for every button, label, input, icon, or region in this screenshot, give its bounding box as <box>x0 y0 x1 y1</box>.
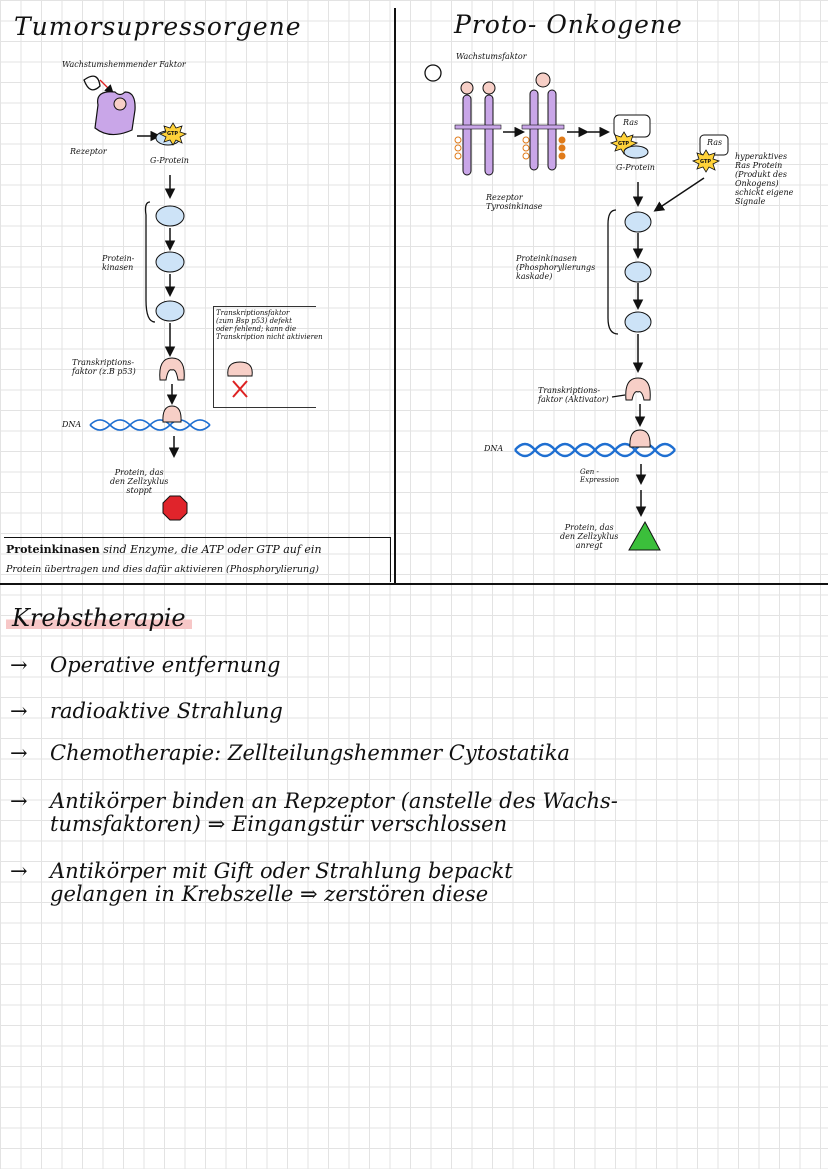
protein-stimulate-label: Protein, das den Zellzyklus anregt <box>560 523 619 550</box>
left-protein-kinases-label: Protein- kinasen <box>102 254 135 272</box>
section-divider <box>0 583 828 585</box>
arrow-icon: → <box>10 789 28 813</box>
defect-x-icon <box>232 380 248 398</box>
pathway-diagrams <box>83 64 729 551</box>
rtk-receptor-icon <box>454 81 502 176</box>
arrow-icon: → <box>10 653 28 677</box>
right-tf-shape <box>625 377 651 401</box>
arrow-icon: → <box>10 741 28 765</box>
left-tf-shape <box>159 357 185 381</box>
rtk-label: Rezeptor Tyrosinkinase <box>486 193 543 211</box>
right-title: Proto- Onkogene <box>454 10 683 39</box>
left-title: Tumorsupressorgene <box>14 12 302 41</box>
therapy-item-4-line-2: tumsfaktoren) ⇒ Eingangstür verschlossen <box>50 812 508 836</box>
hyperactive-gtp-label: GTP <box>700 159 712 165</box>
left-receptor-shape <box>94 91 136 136</box>
hyperactive-gtp-icon <box>691 149 721 173</box>
arrow-icon: → <box>10 859 28 883</box>
therapy-title-wrap: Krebstherapie <box>6 604 192 632</box>
left-receptor-label: Rezeptor <box>70 147 107 156</box>
left-g-protein-label: G-Protein <box>150 156 189 165</box>
therapy-item-2: →radioaktive Strahlung <box>10 699 283 723</box>
arrow-icon: → <box>10 699 28 723</box>
defect-tf-text: Transkriptionsfaktor (zum Bsp p53) defek… <box>216 309 323 341</box>
right-g-protein-label: G-Protein <box>616 163 655 172</box>
gene-expression-label: Gen - Expression <box>580 468 620 484</box>
go-triangle-icon <box>628 520 661 551</box>
left-gtp-burst-icon <box>158 122 188 146</box>
therapy-item-5: →Antikörper mit Gift oder Strahlung bepa… <box>10 859 513 883</box>
note-box <box>4 537 391 582</box>
protein-stop-label: Protein, das den Zellzyklus stoppt <box>110 468 169 495</box>
left-dna-label: DNA <box>62 420 82 429</box>
left-growth-inhibitor-icon <box>83 75 101 91</box>
center-divider <box>394 8 396 583</box>
right-dna-label: DNA <box>484 444 504 453</box>
therapy-title: Krebstherapie <box>6 604 192 632</box>
left-gtp-label: GTP <box>167 131 179 137</box>
hyperactive-ras-label: Ras <box>707 138 723 147</box>
right-growth-factor-icon <box>424 64 442 82</box>
rtk-dimer-icon <box>521 72 566 171</box>
note-line-2: Protein übertragen und dies dafür aktivi… <box>6 564 319 575</box>
note-line-1: Proteinkinasen sind Enzyme, die ATP oder… <box>6 543 322 556</box>
left-tf-label: Transkriptions- faktor (z.B p53) <box>72 358 136 376</box>
hyperactive-note: hyperaktives Ras Protein (Produkt des On… <box>735 152 794 206</box>
therapy-item-3: →Chemotherapie: Zellteilungshemmer Cytos… <box>10 741 570 765</box>
note-term: Proteinkinasen <box>6 543 100 556</box>
growth-factor-label: Wachstumsfaktor <box>456 52 527 61</box>
defect-tf-box <box>213 306 316 408</box>
therapy-item-1: →Operative entfernung <box>10 653 281 677</box>
therapy-item-5-line-2: gelangen in Krebszelle ⇒ zerstören diese <box>50 882 489 906</box>
kinase-cascade-label: Proteinkinasen (Phosphorylierungs kaskad… <box>516 254 596 281</box>
ras-label: Ras <box>623 118 639 127</box>
right-tf-label: Transkriptions- faktor (Aktivator) <box>538 386 609 404</box>
note-line-1-rest: sind Enzyme, die ATP oder GTP auf ein <box>99 543 322 556</box>
therapy-item-4: →Antikörper binden an Repzeptor (anstell… <box>10 789 618 813</box>
right-gtp-label: GTP <box>618 141 630 147</box>
stop-octagon-icon <box>162 495 188 521</box>
growth-inhibitor-label: Wachstumshemmender Faktor <box>62 60 186 69</box>
